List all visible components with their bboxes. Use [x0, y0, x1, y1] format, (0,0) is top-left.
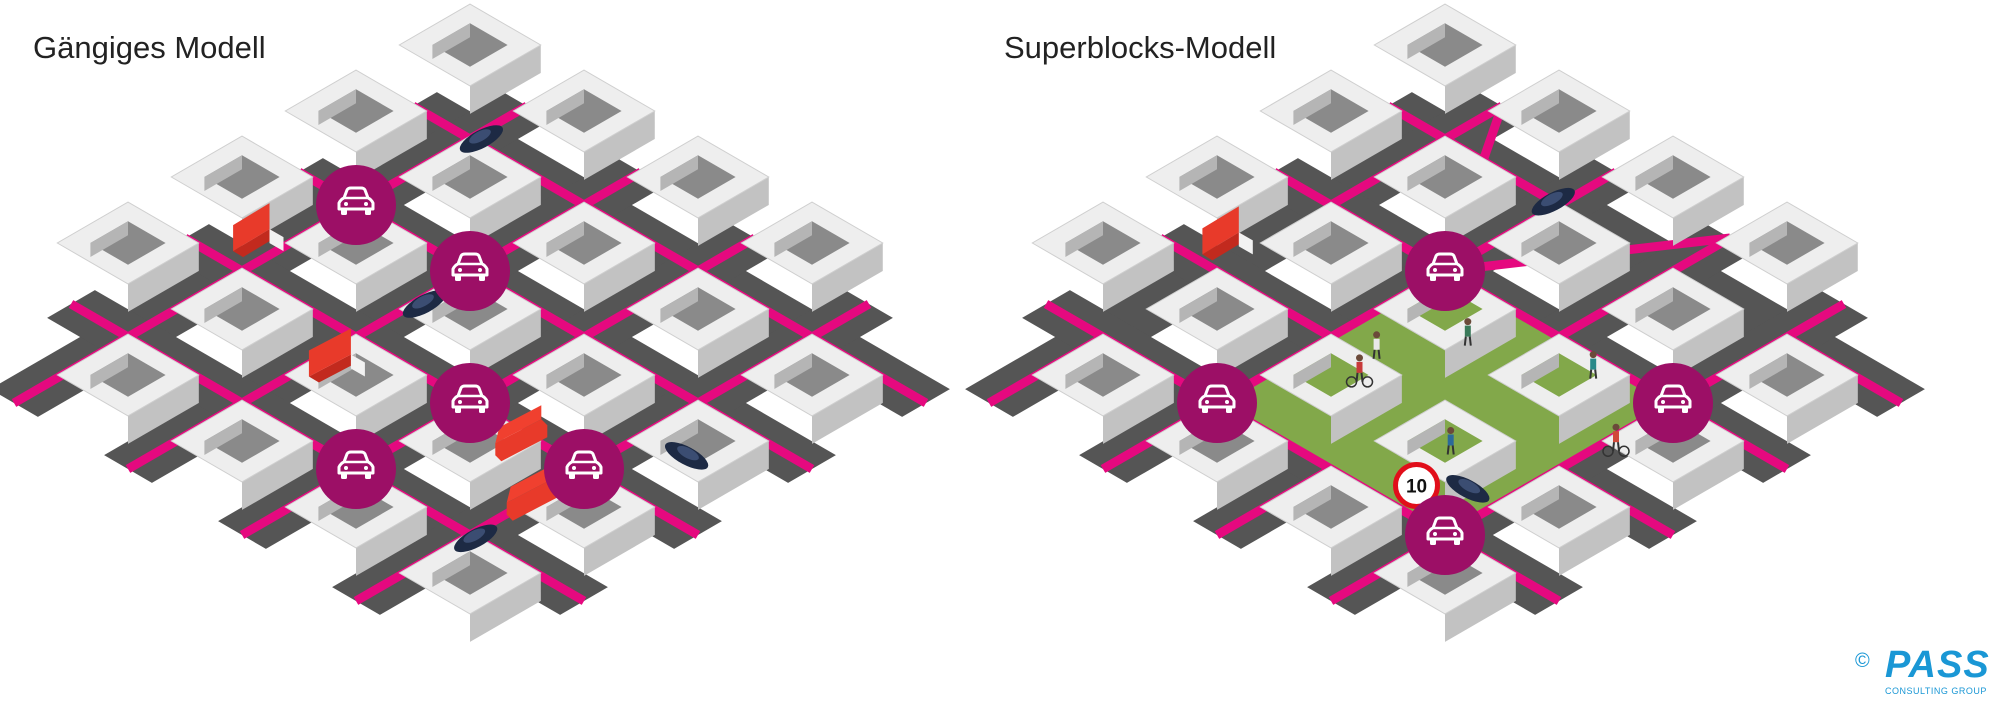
pedestrian-icon: [1446, 427, 1455, 455]
car-icon: [459, 125, 504, 153]
van-icon: [495, 405, 548, 462]
truck-icon: [308, 328, 365, 383]
building-block: [1145, 267, 1289, 378]
building-block: [284, 69, 428, 180]
building-block: [1601, 135, 1745, 246]
speed-limit-sign-icon: 10: [1393, 462, 1440, 509]
pedestrian-icon: [1372, 331, 1381, 359]
building-block: [170, 135, 314, 246]
car-traffic-badge: [1177, 363, 1257, 443]
building-block: [626, 267, 770, 378]
building-block: [1259, 69, 1403, 180]
van-icon: [506, 464, 559, 521]
car-traffic-badge: [1405, 231, 1485, 311]
building-block: [1259, 465, 1403, 576]
cyclist-icon: [1602, 423, 1630, 457]
building-block: [56, 333, 200, 444]
building-block: [398, 3, 542, 114]
building-block: [1031, 333, 1175, 444]
car-icon: [1446, 475, 1490, 503]
truck-icon: [1202, 206, 1253, 261]
building-block: [740, 333, 884, 444]
car-traffic-badge: [1633, 363, 1713, 443]
building-block: [512, 201, 656, 312]
car-traffic-badge: [544, 429, 624, 509]
building-block: [1487, 465, 1631, 576]
logo-tagline: CONSULTING GROUP: [1885, 686, 1987, 696]
superblocks-model-scene: 10: [965, 3, 1925, 642]
car-traffic-badge: [316, 429, 396, 509]
building-block: [512, 69, 656, 180]
pedestrian-icon: [1589, 351, 1598, 379]
car-traffic-markers: [1177, 231, 1713, 575]
car-icon: [664, 442, 709, 470]
vehicles: 10: [1202, 187, 1630, 509]
building-block: [1145, 135, 1289, 246]
title-gaengiges-modell: Gängiges Modell: [33, 30, 266, 65]
car-icon: [454, 524, 498, 553]
building-block: [1715, 333, 1859, 444]
building-block: [1259, 201, 1403, 312]
copyright-symbol: ©: [1855, 650, 1870, 672]
building-block: [1259, 333, 1403, 444]
building-block: [398, 135, 542, 246]
car-traffic-badge: [1405, 495, 1485, 575]
building-block: [1487, 201, 1631, 312]
pass-logo: © PASS CONSULTING GROUP: [1855, 644, 1995, 700]
truck-icon: [233, 203, 284, 258]
building-block: [1373, 135, 1517, 246]
building-block: [1715, 201, 1859, 312]
building-block: [56, 201, 200, 312]
logo-wordmark: PASS: [1885, 644, 1990, 686]
building-blocks: [1031, 3, 1859, 642]
building-block: [740, 201, 884, 312]
car-traffic-markers: [316, 165, 624, 509]
car-icon: [1531, 187, 1575, 216]
building-block: [1373, 3, 1517, 114]
car-traffic-badge: [430, 231, 510, 311]
building-block: [512, 333, 656, 444]
pedestrian-icon: [1463, 318, 1472, 346]
building-block: [170, 399, 314, 510]
building-block: [626, 135, 770, 246]
vehicles: [233, 125, 709, 553]
cyclist-icon: [1345, 354, 1374, 388]
car-traffic-badge: [430, 363, 510, 443]
conventional-model-scene: [0, 3, 950, 642]
building-block: [1487, 69, 1631, 180]
car-traffic-badge: [316, 165, 396, 245]
car-icon: [402, 290, 447, 318]
building-block: [1601, 267, 1745, 378]
building-block: [398, 531, 542, 642]
building-block: [170, 267, 314, 378]
title-superblocks-modell: Superblocks-Modell: [1004, 30, 1277, 65]
building-block: [1031, 201, 1175, 312]
speed-limit-value: 10: [1406, 477, 1427, 498]
